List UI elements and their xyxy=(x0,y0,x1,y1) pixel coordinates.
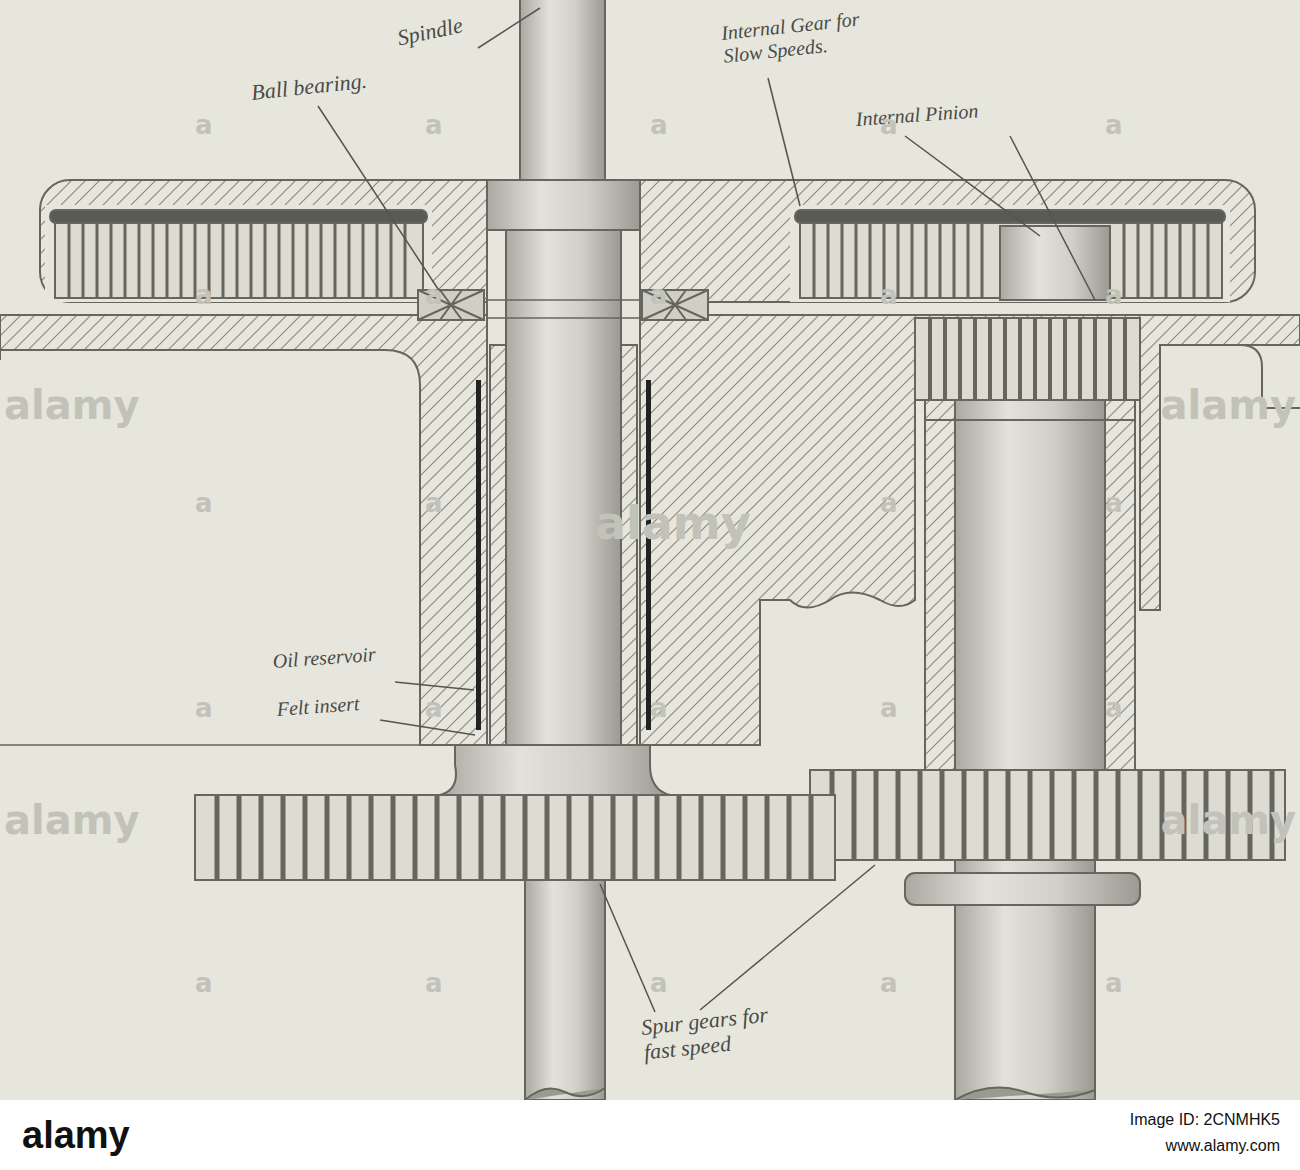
watermark: a xyxy=(195,970,213,996)
part-label: Spindle xyxy=(395,7,488,50)
banner-text: Image ID: 2CNMHK5 xyxy=(1130,1112,1280,1128)
watermark: a xyxy=(1105,490,1123,516)
part-label: Ball bearing. xyxy=(250,65,392,105)
watermark: alamy xyxy=(4,385,139,425)
watermark: a xyxy=(1105,112,1123,138)
watermark: a xyxy=(650,282,668,308)
watermark: a xyxy=(195,112,213,138)
watermark: a xyxy=(425,490,443,516)
banner-text: alamy xyxy=(22,1116,130,1154)
watermark: a xyxy=(425,695,443,721)
watermark: alamy xyxy=(4,800,139,840)
watermark: a xyxy=(425,112,443,138)
watermark: a xyxy=(1105,282,1123,308)
part-label: Internal Gear for Slow Speeds. xyxy=(720,4,894,68)
part-label: Felt insert xyxy=(276,690,387,721)
watermark: a xyxy=(195,695,213,721)
watermark: a xyxy=(880,970,898,996)
watermark: a xyxy=(880,282,898,308)
watermark: a xyxy=(195,490,213,516)
watermark: a xyxy=(195,282,213,308)
watermark: a xyxy=(425,970,443,996)
banner-bar xyxy=(0,1100,1300,1170)
watermark: a xyxy=(880,695,898,721)
watermark: a xyxy=(650,970,668,996)
watermark: a xyxy=(650,695,668,721)
watermark: a xyxy=(1105,695,1123,721)
watermark: alamy xyxy=(595,500,751,546)
watermark: a xyxy=(650,112,668,138)
watermark: a xyxy=(880,112,898,138)
banner-text: www.alamy.com xyxy=(1166,1138,1280,1154)
watermark: alamy xyxy=(1161,800,1296,840)
part-label: Spur gears for fast speed xyxy=(640,1000,785,1065)
watermark: a xyxy=(1105,970,1123,996)
watermark: alamy xyxy=(1161,385,1296,425)
part-label: Oil reservoir xyxy=(272,641,398,673)
watermark: a xyxy=(425,282,443,308)
watermark: a xyxy=(880,490,898,516)
